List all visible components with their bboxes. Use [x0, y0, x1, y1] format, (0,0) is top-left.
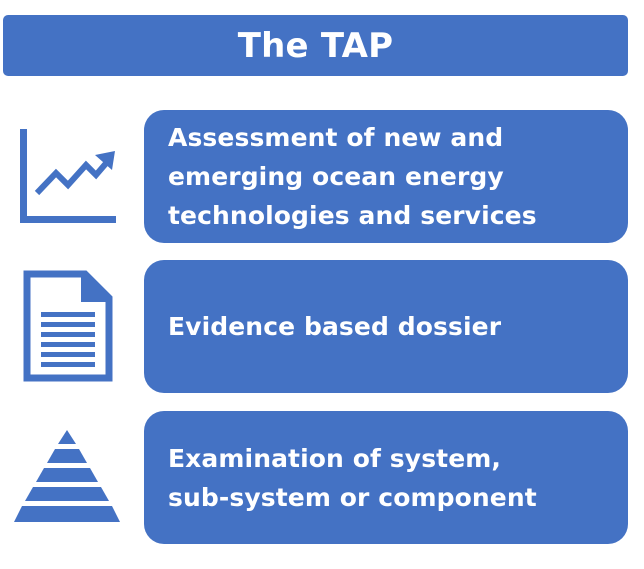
card-line: Evidence based dossier: [168, 312, 502, 341]
pyramid-icon: [12, 428, 122, 524]
card-line: technologies and services: [168, 201, 537, 230]
card-assessment-text: Assessment of new and emerging ocean ene…: [168, 118, 537, 235]
card-examination-text: Examination of system, sub-system or com…: [168, 439, 537, 517]
card-line: Assessment of new and: [168, 123, 504, 152]
card-examination: Examination of system, sub-system or com…: [144, 411, 628, 544]
card-assessment: Assessment of new and emerging ocean ene…: [144, 110, 628, 243]
card-line: sub-system or component: [168, 482, 537, 512]
card-line: Examination of system,: [168, 443, 502, 473]
page-title: The TAP: [237, 25, 394, 66]
card-line: emerging ocean energy: [168, 162, 504, 191]
document-icon: [23, 270, 113, 382]
title-banner: The TAP: [3, 15, 628, 76]
trending-up-chart-icon: [16, 125, 118, 225]
card-dossier-text: Evidence based dossier: [168, 307, 501, 346]
card-dossier: Evidence based dossier: [144, 260, 628, 393]
